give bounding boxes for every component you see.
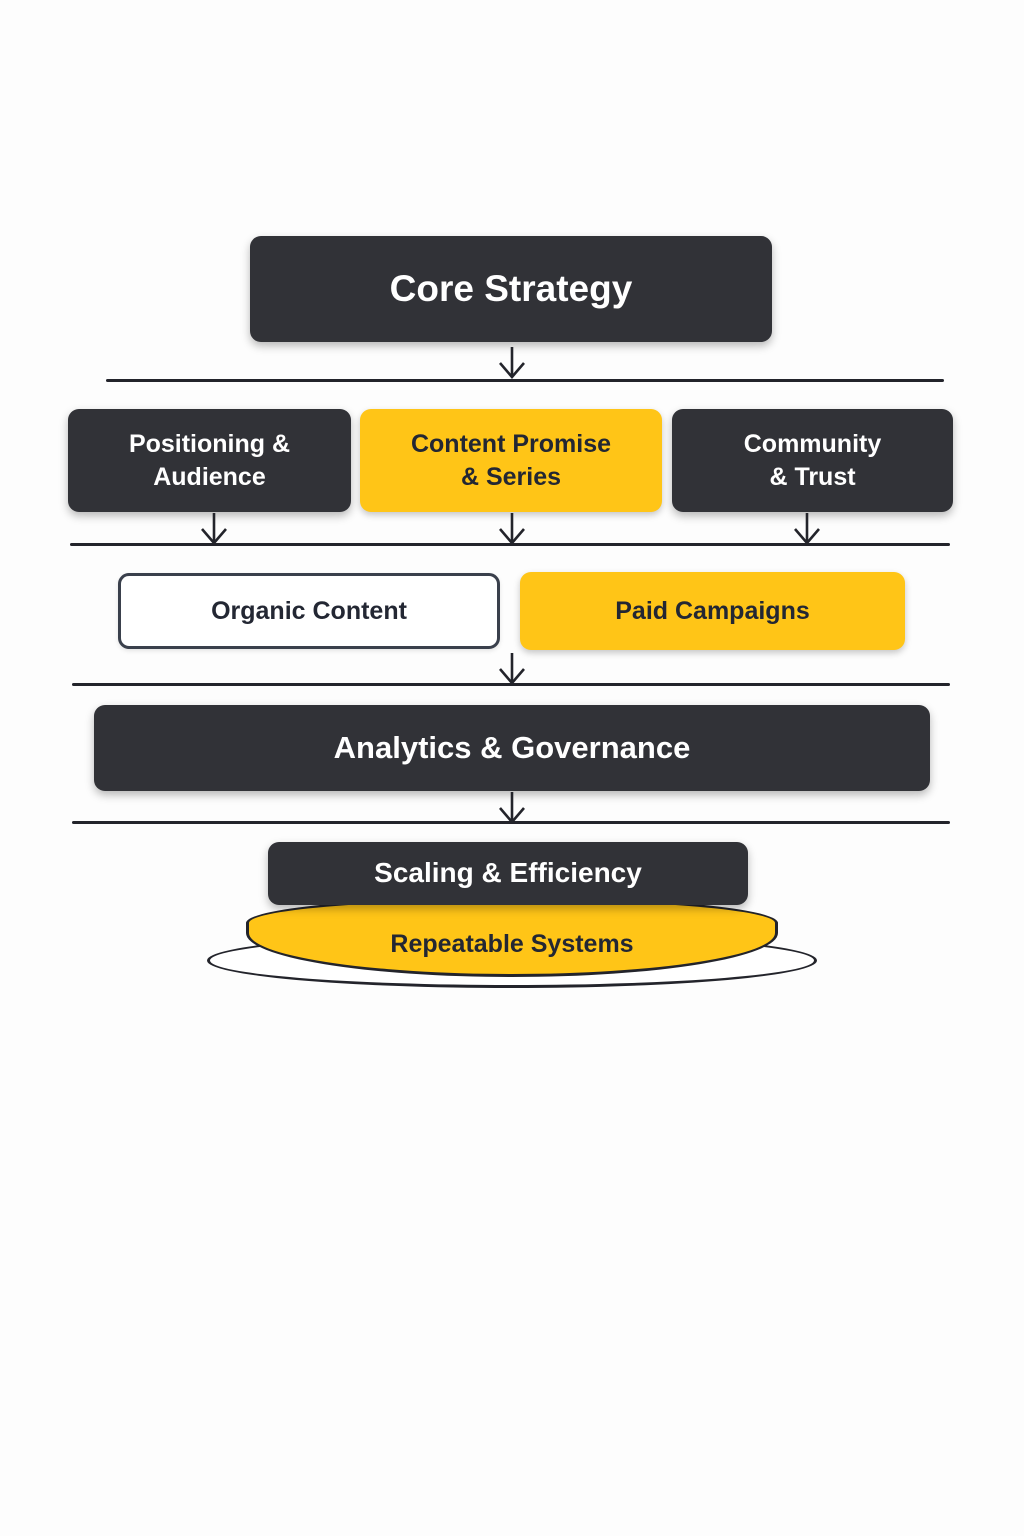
node-organic-content: Organic Content xyxy=(118,573,500,649)
node-positioning-audience-label: Positioning & Audience xyxy=(129,428,290,494)
separator-line xyxy=(106,379,944,382)
node-scaling-efficiency-label: Scaling & Efficiency xyxy=(374,857,642,889)
node-content-promise-series: Content Promise & Series xyxy=(360,409,662,512)
node-analytics-governance: Analytics & Governance xyxy=(94,705,930,791)
node-analytics-governance-label: Analytics & Governance xyxy=(333,729,691,765)
label-line: Community xyxy=(743,429,882,458)
node-repeatable-systems-label: Repeatable Systems xyxy=(390,929,634,958)
label-line: & Series xyxy=(460,462,562,491)
separator-line xyxy=(70,543,950,546)
node-paid-campaigns-label: Paid Campaigns xyxy=(615,596,810,625)
node-community-trust: Community & Trust xyxy=(672,409,953,512)
down-arrow-icon xyxy=(493,346,531,382)
node-scaling-efficiency: Scaling & Efficiency xyxy=(268,842,748,905)
label-line: & Trust xyxy=(769,462,856,491)
node-organic-content-label: Organic Content xyxy=(211,596,407,625)
label-line: Positioning & xyxy=(128,429,291,458)
node-core-strategy-label: Core Strategy xyxy=(389,267,633,309)
node-community-trust-label: Community & Trust xyxy=(744,428,882,494)
label-line: Content Promise xyxy=(410,429,612,458)
node-core-strategy: Core Strategy xyxy=(250,236,772,342)
separator-line xyxy=(72,821,950,824)
node-content-promise-series-label: Content Promise & Series xyxy=(411,428,611,494)
label-line: Audience xyxy=(153,462,266,491)
node-repeatable-systems: Repeatable Systems xyxy=(246,897,778,977)
separator-line xyxy=(72,683,950,686)
node-positioning-audience: Positioning & Audience xyxy=(68,409,351,512)
node-paid-campaigns: Paid Campaigns xyxy=(520,572,905,650)
